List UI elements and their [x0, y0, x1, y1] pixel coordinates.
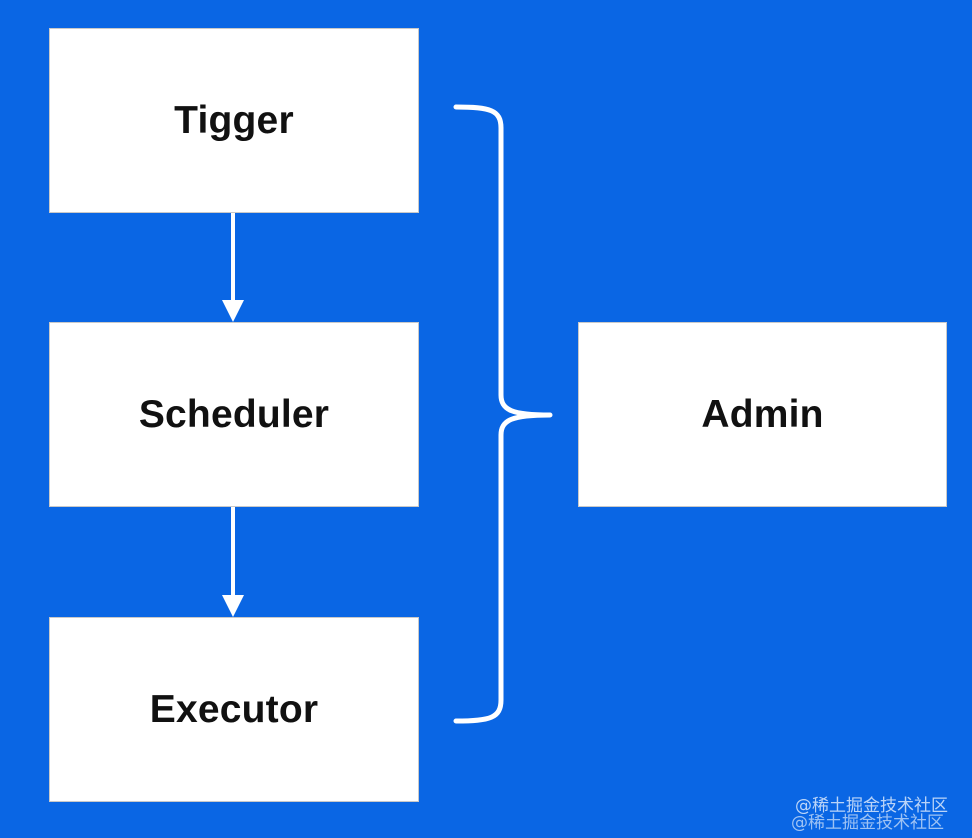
- admin-label: Admin: [701, 392, 824, 436]
- watermark-text: @稀土掘金技术社区: [795, 796, 948, 816]
- grouping-brace: [453, 104, 553, 724]
- scheduler-box: Scheduler: [49, 322, 419, 507]
- executor-label: Executor: [149, 687, 319, 731]
- scheduler-label: Scheduler: [138, 392, 330, 436]
- arrow-trigger-to-scheduler: [222, 213, 244, 322]
- trigger-box: Tigger: [49, 28, 419, 213]
- trigger-label: Tigger: [174, 98, 294, 142]
- executor-box: Executor: [49, 617, 419, 802]
- admin-box: Admin: [578, 322, 947, 507]
- arrow-scheduler-to-executor: [222, 507, 244, 617]
- watermark-text-shadow: @稀土掘金技术社区: [791, 813, 944, 833]
